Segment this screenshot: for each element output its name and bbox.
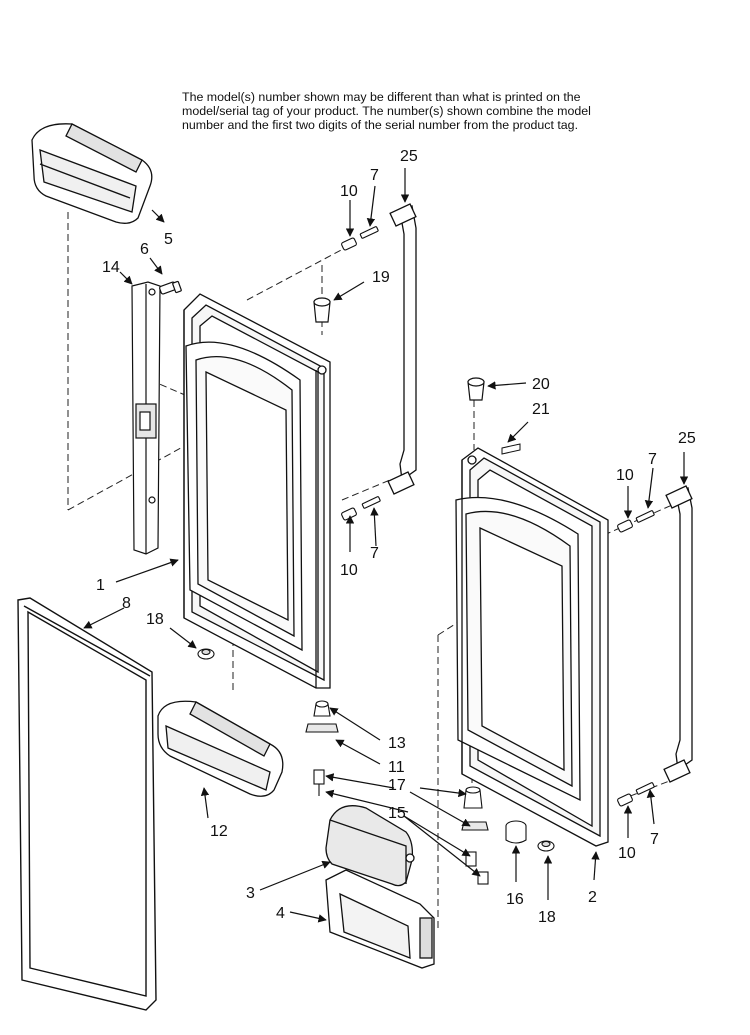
callout-7-top-right: 7	[648, 451, 657, 468]
callout-11: 11	[388, 759, 405, 776]
callout-8: 8	[122, 595, 131, 612]
dispenser-housing	[325, 869, 435, 969]
lower-door-bin	[157, 700, 284, 797]
right-handle-screws	[617, 510, 655, 807]
callout-labels: 5 6 14 10 7 25 19 10 7 1 8 18 12 13 11 1…	[96, 148, 696, 926]
callout-1: 1	[96, 577, 105, 594]
callout-3: 3	[246, 885, 255, 902]
screw-6	[159, 280, 182, 295]
callout-18-right: 18	[538, 909, 556, 926]
callout-10-mid-left: 10	[340, 562, 358, 579]
note-line-3: number and the first two digits of the s…	[182, 118, 579, 132]
callout-7-top-left: 7	[370, 167, 379, 184]
callout-14: 14	[102, 259, 120, 276]
dispenser-cover	[325, 805, 415, 887]
mullion-bar	[131, 281, 161, 555]
left-door-handle	[387, 203, 417, 495]
door-gasket	[17, 597, 157, 1011]
callout-21: 21	[532, 401, 550, 418]
callout-20: 20	[532, 376, 550, 393]
callout-5: 5	[164, 231, 173, 248]
callout-7-mid-left: 7	[370, 545, 379, 562]
callout-25-right: 25	[678, 430, 696, 447]
callout-4: 4	[276, 905, 285, 922]
right-door	[455, 447, 609, 847]
right-door-hinge-hardware	[461, 786, 555, 885]
callout-19: 19	[372, 269, 390, 286]
callout-12: 12	[210, 823, 228, 840]
callout-10-top-left: 10	[340, 183, 358, 200]
callout-6: 6	[140, 241, 149, 258]
model-number-note: The model(s) number shown may be differe…	[182, 90, 652, 132]
note-line-1: The model(s) number shown may be differe…	[182, 90, 581, 104]
hinge-cap-20	[467, 377, 485, 401]
hinge-cap-19	[313, 297, 331, 323]
upper-door-bin	[31, 123, 153, 224]
left-door	[183, 293, 331, 689]
callout-7-bottom-right: 7	[650, 831, 659, 848]
left-handle-upper-screws	[341, 226, 381, 521]
callout-18-left: 18	[146, 611, 164, 628]
left-door-hinge-hardware	[305, 700, 339, 796]
tape-21	[501, 443, 521, 455]
plug-18-left	[197, 648, 215, 660]
right-door-handle	[663, 485, 693, 783]
callout-25-left: 25	[400, 148, 418, 165]
callout-10-bottom-right: 10	[618, 845, 636, 862]
callout-15: 15	[388, 805, 406, 822]
callout-13: 13	[388, 735, 406, 752]
callout-10-top-right: 10	[616, 467, 634, 484]
note-line-2: model/serial tag of your product. The nu…	[182, 104, 591, 118]
callout-2: 2	[588, 889, 597, 906]
callout-16: 16	[506, 891, 524, 908]
callout-17: 17	[388, 777, 406, 794]
leader-arrows	[83, 168, 689, 923]
